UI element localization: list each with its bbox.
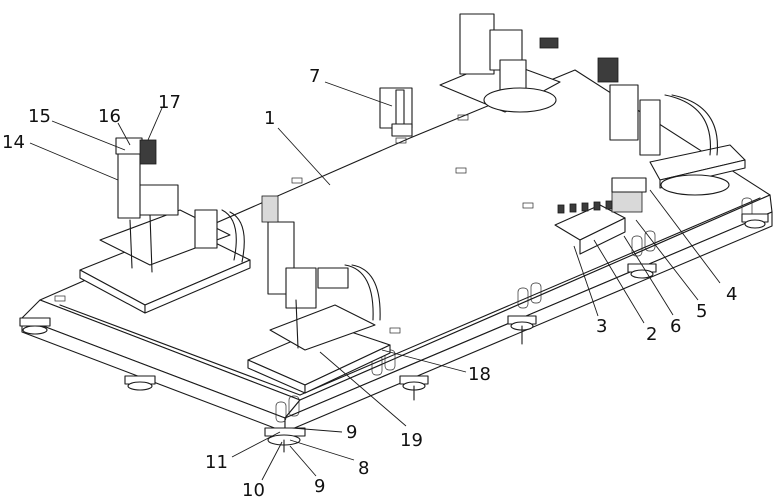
callout-16: 16	[98, 106, 121, 127]
robot-right	[597, 57, 746, 196]
callout-19: 19	[400, 430, 423, 451]
callout-11: 11	[205, 452, 228, 473]
leader-lines	[29, 81, 721, 481]
foot	[264, 427, 306, 453]
callout-15: 15	[28, 106, 51, 127]
marker-post	[379, 87, 413, 137]
foot	[399, 375, 429, 401]
callout-8: 8	[358, 458, 369, 479]
callout-1: 1	[264, 108, 275, 129]
callout-2: 2	[646, 324, 657, 345]
callout-7: 7	[309, 66, 320, 87]
foot	[627, 263, 657, 279]
robot-left	[79, 137, 251, 314]
callout-9-upper: 9	[346, 422, 357, 443]
robot-front	[247, 195, 391, 394]
foot	[507, 315, 537, 345]
callout-9-lower: 9	[314, 476, 325, 497]
callout-17: 17	[158, 92, 181, 113]
callout-14: 14	[2, 132, 25, 153]
foot	[741, 213, 769, 229]
robot-back	[439, 13, 561, 113]
callout-6: 6	[670, 316, 681, 337]
tray-station	[554, 177, 647, 255]
foot	[124, 375, 156, 391]
callout-18: 18	[468, 364, 491, 385]
callout-3: 3	[596, 316, 607, 337]
callout-labels: 1 2 3 4 5 6 7 8 9 9 10 11 14 15 16 17 18…	[2, 66, 737, 500]
foot	[19, 317, 51, 335]
callout-10: 10	[242, 480, 265, 500]
leveling-feet	[19, 213, 769, 453]
callout-4: 4	[726, 284, 737, 305]
callout-5: 5	[696, 301, 707, 322]
